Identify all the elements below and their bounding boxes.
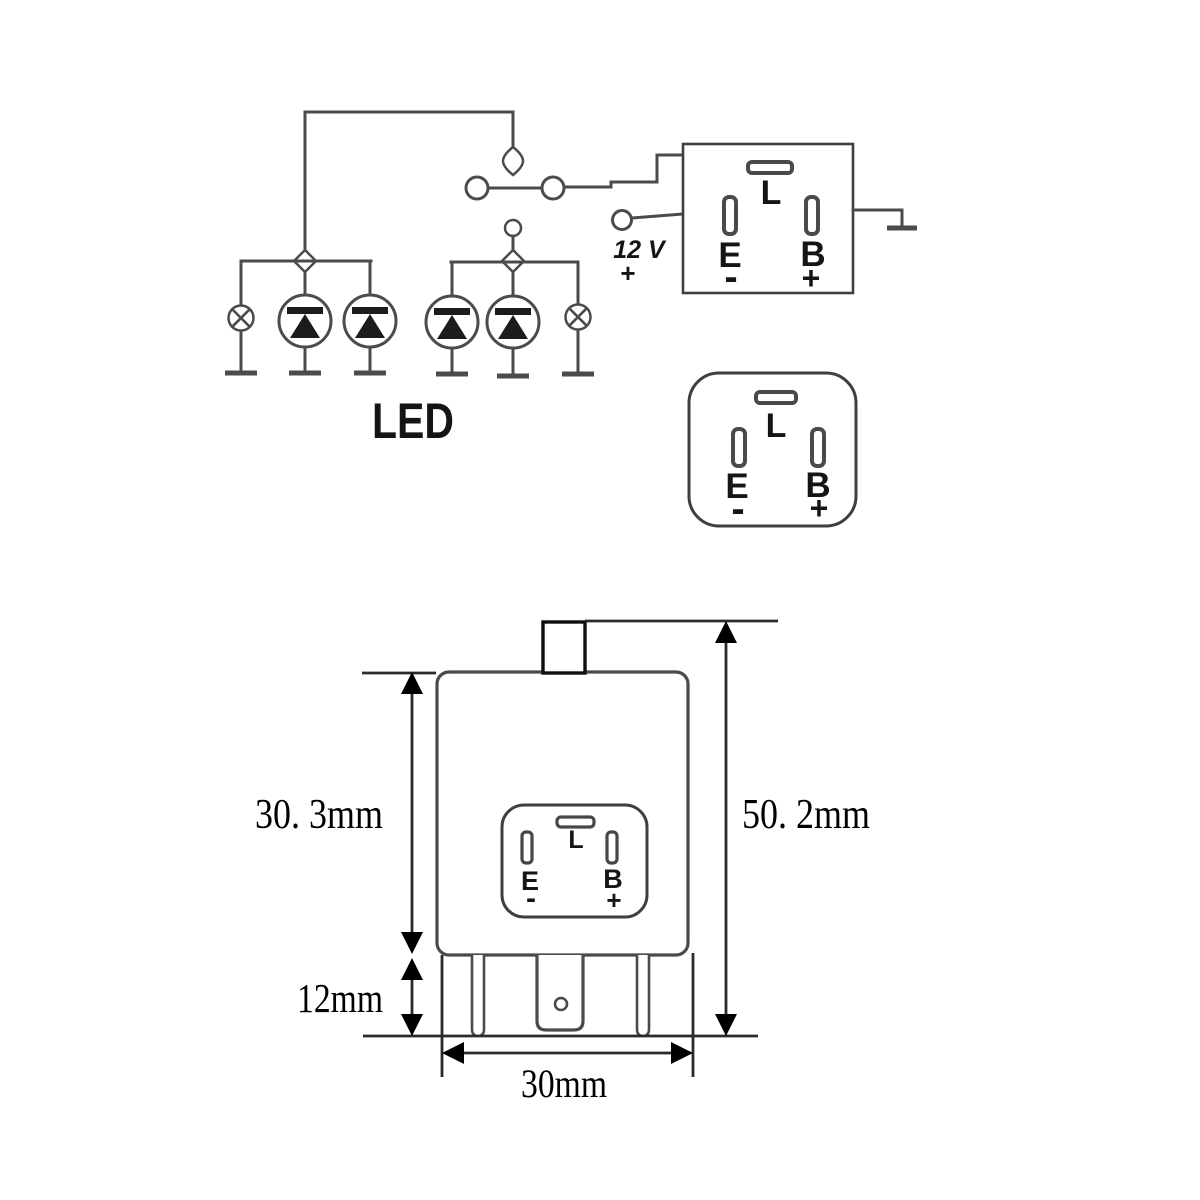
pin-slot-l xyxy=(555,815,596,829)
right-lamp-group xyxy=(424,218,594,376)
pin-slot-e xyxy=(722,195,738,236)
relay-ground-wire xyxy=(851,208,917,231)
pin-sign-plus: + xyxy=(810,490,829,526)
pin-label-l: L xyxy=(766,407,787,445)
pin-label-l: L xyxy=(761,174,782,212)
dimension-drawing: L E B - + 30. 3mm 12mm xyxy=(255,619,870,1106)
switch-to-relay-wire xyxy=(562,153,685,189)
pin-sign-plus: + xyxy=(802,260,821,296)
left-lamp-group xyxy=(225,259,398,373)
switch-pole-icon xyxy=(540,175,566,201)
pin-slot-e xyxy=(520,830,534,865)
led-caption: LED xyxy=(372,393,454,449)
led-icon xyxy=(277,293,333,349)
pin-slot-l xyxy=(754,390,798,405)
led-icon xyxy=(342,293,398,349)
pin-slot-l xyxy=(746,160,794,175)
turn-signal-switch xyxy=(464,145,566,201)
pin-left xyxy=(470,955,486,1038)
dimension-body-height: 30. 3mm xyxy=(255,672,423,954)
pin-label-e: E xyxy=(725,467,748,506)
contact-terminal-icon xyxy=(503,218,523,238)
pin-sign-minus: - xyxy=(724,255,737,299)
pin-right xyxy=(635,955,651,1038)
switch-contact-icon xyxy=(501,145,525,177)
pin-label-b: B xyxy=(603,864,623,894)
dimension-total-height: 50. 2mm xyxy=(715,621,870,1036)
bulb-icon xyxy=(564,303,592,331)
led-icon xyxy=(485,294,541,350)
wiring-schematic: 12 V + L E B - + LED xyxy=(225,110,917,449)
pin-slot-b xyxy=(810,427,826,468)
bulb-icon xyxy=(227,304,255,332)
dimension-pin-length: 12mm xyxy=(297,958,423,1036)
pin-center xyxy=(535,955,585,1032)
switch-pole-icon xyxy=(464,175,490,201)
pin-sign-plus: + xyxy=(606,885,621,915)
pin-slot-e xyxy=(731,427,747,468)
supply-terminal: 12 V + xyxy=(611,209,685,288)
dimension-label-total-height: 50. 2mm xyxy=(742,792,870,838)
feed-wire xyxy=(303,110,515,252)
pin-label-b: B xyxy=(805,466,830,505)
pin-slot-b xyxy=(804,195,820,236)
pin-label-e: E xyxy=(718,236,741,275)
connector-pinout: L E B - + xyxy=(687,371,858,531)
body-face-pinout: L E B - + xyxy=(500,803,649,919)
dimension-label-body-height: 30. 3mm xyxy=(255,792,383,838)
dimension-label-body-width: 30mm xyxy=(521,1061,607,1106)
mounting-tab xyxy=(541,620,587,675)
supply-voltage-label: 12 V xyxy=(613,236,667,264)
pin-sign-minus: - xyxy=(731,487,744,531)
pin-sign-minus: - xyxy=(526,882,536,915)
pin-hole-icon xyxy=(553,996,569,1012)
relay-pins xyxy=(470,955,651,1038)
flasher-relay-box: L E B - + xyxy=(681,142,855,299)
pin-slot-b xyxy=(605,830,619,865)
pin-label-e: E xyxy=(521,866,539,896)
supply-terminal-icon xyxy=(611,209,633,231)
led-icon xyxy=(424,294,480,350)
pin-label-l: L xyxy=(568,826,583,854)
dimension-body-width: 30mm xyxy=(442,1042,693,1106)
pin-label-b: B xyxy=(800,235,825,274)
supply-polarity-label: + xyxy=(620,258,635,288)
dimension-label-pin-length: 12mm xyxy=(297,975,383,1021)
